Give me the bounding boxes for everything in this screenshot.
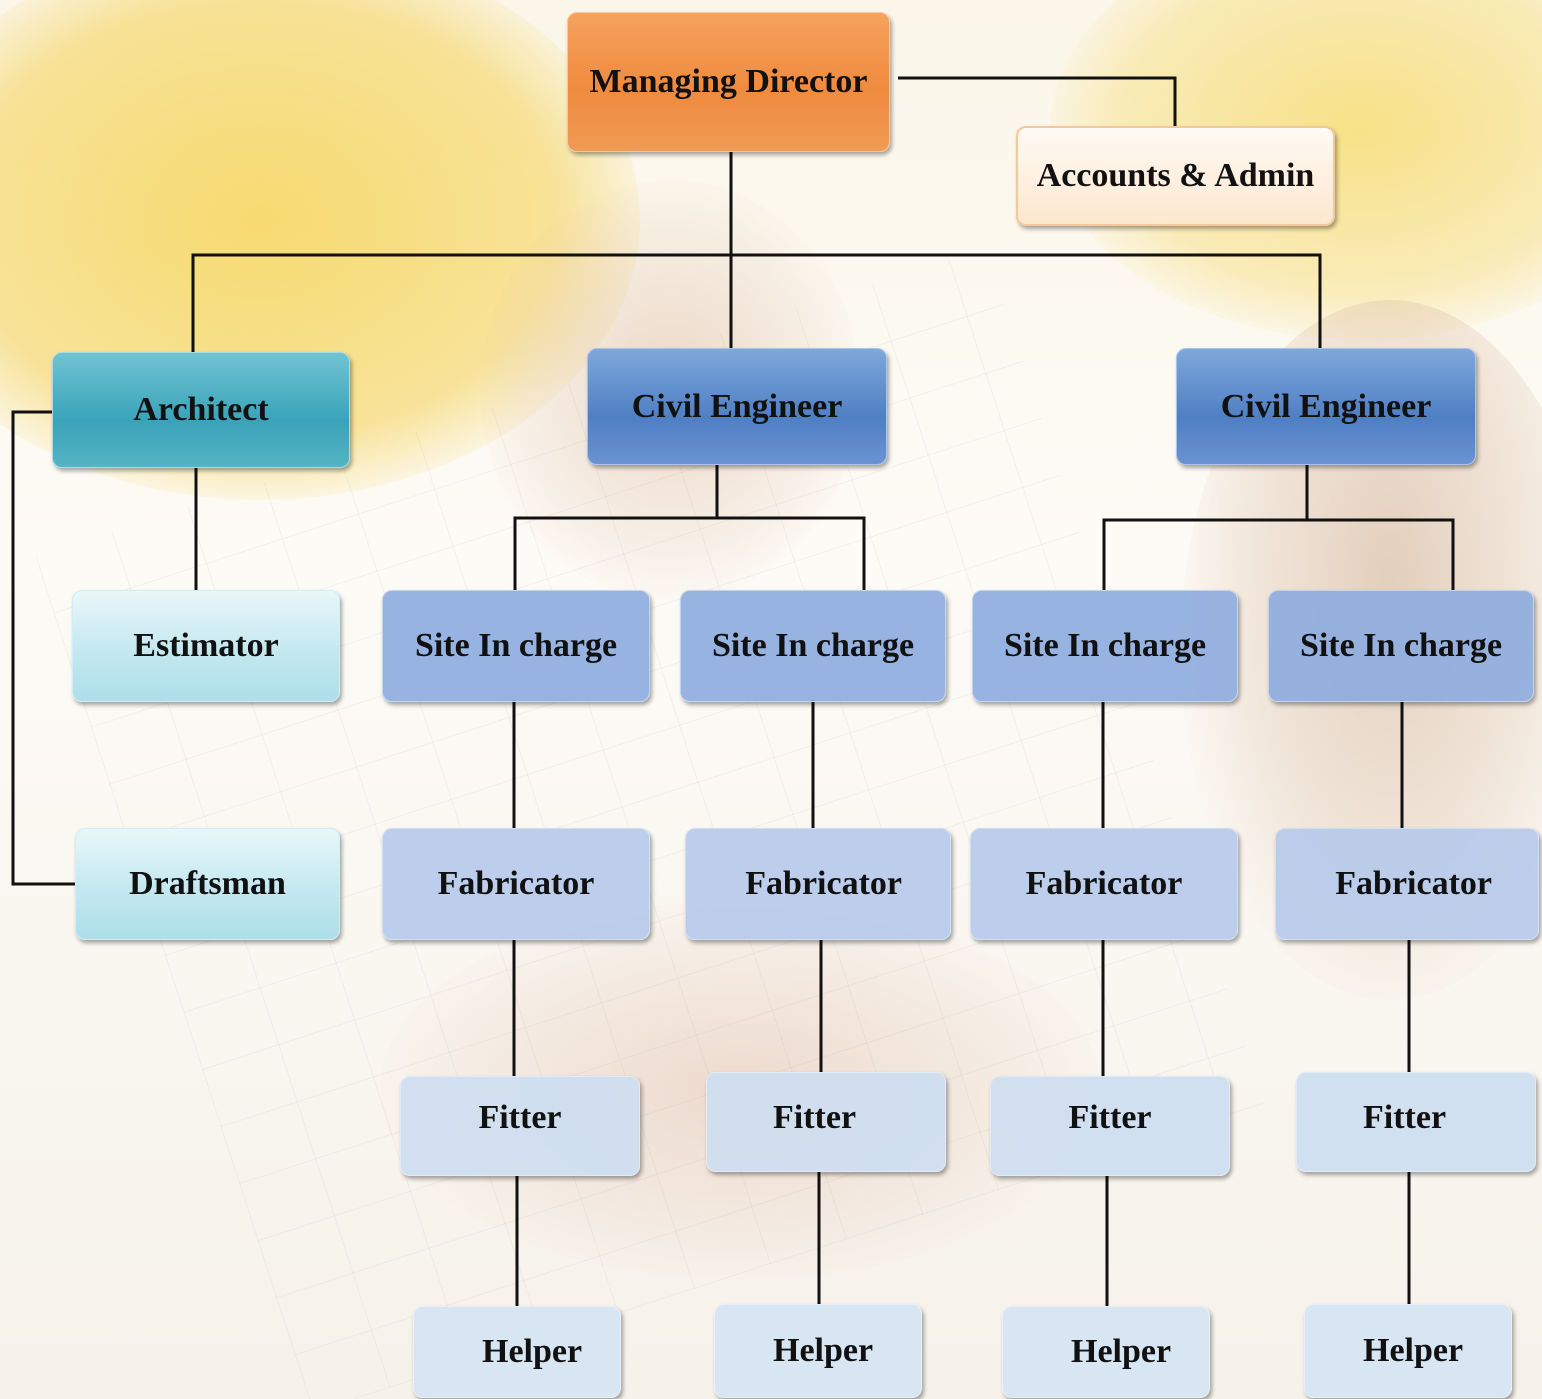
- site-in-charge-label: Site In charge: [414, 627, 618, 664]
- site-in-charge-label: Site In charge: [711, 627, 915, 664]
- architect-label: Architect: [133, 391, 269, 428]
- connector-main-bus: [191, 253, 1322, 355]
- fitter-label: Fitter: [1363, 1099, 1447, 1136]
- helper-label: Helper: [1071, 1333, 1172, 1370]
- site-in-charge-box: Site In charge: [1268, 590, 1534, 702]
- civil-engineer-box-1: Civil Engineer: [587, 348, 887, 465]
- draftsman-box: Draftsman: [75, 828, 340, 940]
- fabricator-box: Fabricator: [382, 828, 650, 940]
- connector-architect-draftsman: [11, 410, 75, 886]
- helper-label: Helper: [482, 1333, 583, 1370]
- site-in-charge-box: Site In charge: [382, 590, 650, 702]
- civil-engineer-label: Civil Engineer: [1220, 387, 1432, 425]
- fabricator-label: Fabricator: [745, 865, 902, 902]
- managing-director-box: Managing Director: [567, 12, 890, 152]
- accounts-admin-label: Accounts & Admin: [1036, 157, 1315, 194]
- site-in-charge-label: Site In charge: [1003, 627, 1207, 664]
- helper-box: Helper: [413, 1306, 621, 1398]
- fitter-box: Fitter: [400, 1076, 640, 1176]
- fitter-label: Fitter: [1068, 1099, 1152, 1136]
- fabricator-box: Fabricator: [1275, 828, 1539, 940]
- managing-director-label: Managing Director: [589, 63, 868, 100]
- estimator-box: Estimator: [72, 590, 340, 702]
- draftsman-label: Draftsman: [129, 865, 286, 902]
- site-in-charge-box: Site In charge: [680, 590, 946, 702]
- helper-label: Helper: [1363, 1332, 1464, 1369]
- fabricator-label: Fabricator: [1335, 865, 1492, 902]
- fitter-label: Fitter: [773, 1099, 857, 1136]
- fitter-box: Fitter: [706, 1072, 946, 1172]
- civil-engineer-box-2: Civil Engineer: [1176, 348, 1476, 465]
- helper-box: Helper: [1304, 1304, 1512, 1398]
- site-in-charge-box: Site In charge: [972, 590, 1238, 702]
- connector-md-accounts: [898, 76, 1177, 130]
- fabricator-label: Fabricator: [437, 865, 595, 902]
- fabricator-box: Fabricator: [685, 828, 951, 940]
- civil-engineer-label: Civil Engineer: [631, 387, 843, 425]
- fitter-label: Fitter: [478, 1099, 562, 1136]
- fitter-box: Fitter: [1296, 1072, 1536, 1172]
- estimator-label: Estimator: [133, 627, 279, 664]
- helper-box: Helper: [714, 1304, 922, 1398]
- fabricator-box: Fabricator: [970, 828, 1238, 940]
- helper-box: Helper: [1002, 1306, 1210, 1398]
- fitter-box: Fitter: [990, 1076, 1230, 1176]
- helper-label: Helper: [773, 1332, 874, 1369]
- accounts-admin-box: Accounts & Admin: [1016, 126, 1335, 226]
- site-in-charge-label: Site In charge: [1299, 627, 1503, 664]
- fabricator-label: Fabricator: [1025, 865, 1183, 902]
- architect-box: Architect: [52, 352, 350, 468]
